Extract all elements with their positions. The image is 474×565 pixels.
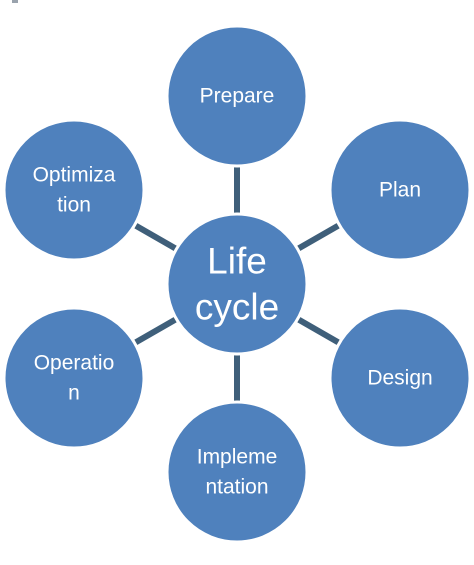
corner-artifact	[12, 0, 18, 3]
phase-node-optimization: Optimiza tion	[2, 118, 146, 262]
phase-node-operation-label-line-2: n	[68, 382, 80, 405]
center-node: Life cycle	[165, 212, 309, 356]
phase-node-implementation: Impleme ntation	[165, 400, 309, 544]
phase-node-implementation-label-line-1: Impleme	[197, 446, 278, 469]
phase-node-operation-circle	[2, 306, 146, 450]
phase-node-design: Design	[328, 306, 472, 450]
phase-node-design-label-line-1: Design	[367, 367, 432, 390]
phase-node-implementation-label-line-2: ntation	[205, 476, 268, 499]
center-node-circle	[165, 212, 309, 356]
phase-node-operation-label-line-1: Operatio	[34, 352, 115, 375]
phase-node-optimization-label-line-1: Optimiza	[33, 164, 116, 187]
center-node-label-line-2: cycle	[195, 287, 279, 328]
center-node-label-line-1: Life	[207, 241, 267, 282]
connector-design	[296, 316, 341, 346]
phase-node-prepare-label-line-1: Prepare	[200, 85, 275, 108]
phase-node-prepare-circle	[165, 24, 309, 168]
phase-node-plan-label-line-1: Plan	[379, 179, 421, 202]
connector-optimization	[133, 222, 178, 252]
phase-node-prepare: Prepare	[165, 24, 309, 168]
phase-node-plan-circle	[328, 118, 472, 262]
connector-operation	[133, 316, 178, 346]
phase-node-implementation-circle	[165, 400, 309, 544]
phase-node-optimization-circle	[2, 118, 146, 262]
phase-node-design-circle	[328, 306, 472, 450]
connectors	[133, 166, 341, 402]
connector-plan	[296, 222, 341, 252]
phase-node-optimization-label-line-2: tion	[57, 194, 91, 217]
phase-node-plan: Plan	[328, 118, 472, 262]
phase-node-operation: Operatio n	[2, 306, 146, 450]
